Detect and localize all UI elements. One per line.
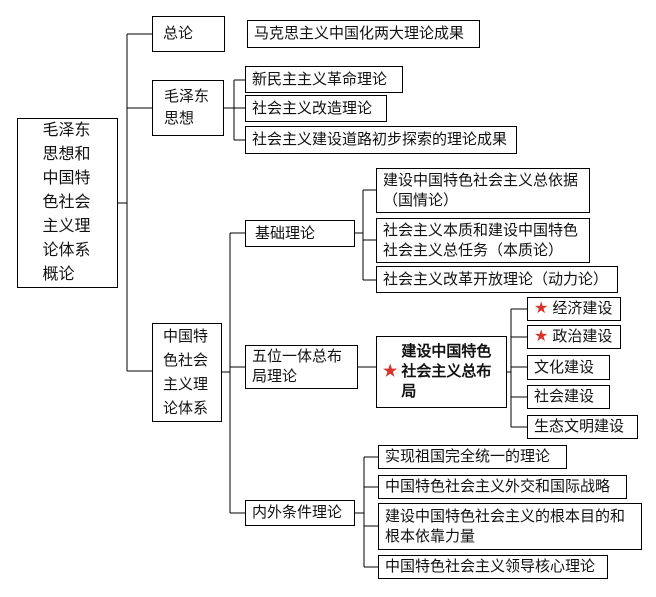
node-socialist-essence-overall-task: 社会主义本质和建设中国特色社会主义总任务（本质论） [376, 218, 590, 263]
node-label: 社会主义建设道路初步探索的理论成果 [252, 131, 508, 149]
node-label: 建设中国特色社会主义的根本目的和根本依靠力量 [385, 507, 626, 545]
node-label: 社会主义改造理论 [252, 99, 373, 117]
star-icon: ★ [534, 299, 549, 317]
node-general-overview: 总论 [152, 16, 225, 52]
node-label: 中国特色社会主义理论体系 [163, 327, 209, 417]
node-overall-layout: ★ 建设中国特色社会主义总布局 [376, 336, 507, 408]
node-label: 经济建设 [552, 300, 613, 318]
node-label: 五位一体总布局理论 [252, 348, 343, 385]
node-reform-opening-theory: 社会主义改革开放理论（动力论） [376, 266, 618, 293]
node-early-exploration-achievements: 社会主义建设道路初步探索的理论成果 [245, 126, 517, 154]
node-two-theoretical-achievements: 马克思主义中国化两大理论成果 [247, 20, 480, 48]
node-label: 建设中国特色社会主义总布局 [401, 343, 492, 400]
node-political-construction: ★ 政治建设 [527, 325, 621, 349]
node-mao-zedong-thought: 毛泽东思想 [152, 80, 224, 136]
node-label: 建设中国特色社会主义总依据（国情论） [383, 171, 579, 209]
node-label: 总论 [163, 25, 194, 43]
node-label: 毛泽东思想 [164, 88, 210, 127]
node-fundamental-purpose-reliance: 建设中国特色社会主义的根本目的和根本依靠力量 [378, 503, 642, 550]
node-label: 政治建设 [552, 328, 613, 346]
node-label: 实现祖国完全统一的理论 [385, 448, 551, 466]
node-label: 马克思主义中国化两大理论成果 [254, 25, 465, 43]
star-icon: ★ [383, 362, 398, 380]
node-root-label: 毛泽东思想和中国特色社会主义理论体系概论 [42, 122, 91, 283]
node-leadership-core-theory: 中国特色社会主义领导核心理论 [378, 555, 608, 579]
node-diplomacy-international-strategy: 中国特色社会主义外交和国际战略 [378, 475, 627, 499]
node-basic-theory: 基础理论 [245, 220, 355, 247]
node-label: 基础理论 [255, 224, 316, 242]
node-label: 社会主义本质和建设中国特色社会主义总任务（本质论） [383, 221, 579, 259]
node-five-in-one-layout-theory: 五位一体总布局理论 [245, 345, 358, 389]
node-economic-construction: ★ 经济建设 [527, 297, 621, 321]
node-cultural-construction: 文化建设 [527, 355, 610, 380]
node-label: 社会建设 [534, 388, 595, 406]
node-label: 中国特色社会主义领导核心理论 [385, 558, 596, 576]
node-label: 中国特色社会主义外交和国际战略 [385, 478, 611, 496]
node-label: 社会主义改革开放理论（动力论） [383, 270, 609, 288]
node-root: 毛泽东思想和中国特色社会主义理论体系概论 [17, 118, 118, 288]
node-label: 生态文明建设 [534, 418, 625, 436]
connector-path [118, 33, 527, 568]
node-ecological-civilization-construction: 生态文明建设 [527, 415, 638, 439]
node-national-reunification-theory: 实现祖国完全统一的理论 [378, 445, 567, 469]
node-label: 内外条件理论 [252, 504, 343, 522]
star-icon: ★ [534, 327, 549, 345]
node-new-democratic-revolution-theory: 新民主主义革命理论 [245, 66, 403, 93]
node-socialist-transformation-theory: 社会主义改造理论 [245, 95, 387, 122]
node-overall-basis-national-conditions: 建设中国特色社会主义总依据（国情论） [376, 168, 590, 213]
node-label: 文化建设 [534, 358, 595, 376]
node-internal-external-conditions-theory: 内外条件理论 [245, 500, 355, 526]
node-social-construction: 社会建设 [527, 385, 610, 409]
node-label: 新民主主义革命理论 [252, 70, 388, 88]
node-socialism-chinese-characteristics-system: 中国特色社会主义理论体系 [152, 323, 222, 422]
